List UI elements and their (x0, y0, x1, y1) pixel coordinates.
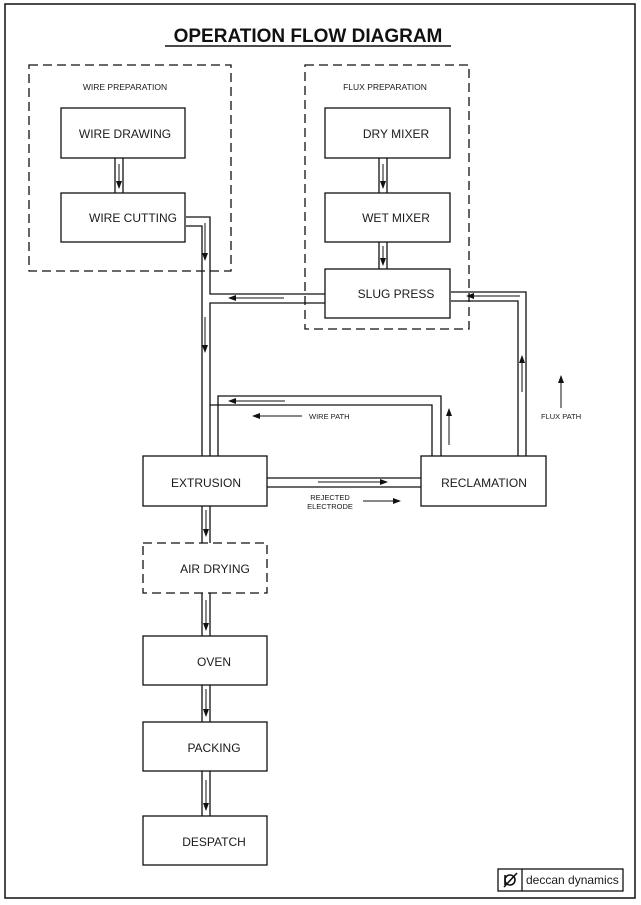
svg-text:WIRE DRAWING: WIRE DRAWING (79, 127, 171, 141)
rejected-label-line2: ELECTRODE (307, 502, 353, 511)
node-despatch: DESPATCH (142, 815, 268, 866)
node-air-drying: AIR DRYING (142, 542, 268, 594)
diagram-title: OPERATION FLOW DIAGRAM (174, 26, 443, 47)
node-reclamation: RECLAMATION (420, 455, 547, 507)
flux-path-label: FLUX PATH (541, 412, 581, 421)
svg-text:DESPATCH: DESPATCH (182, 835, 246, 849)
node-extrusion: EXTRUSION (142, 455, 268, 507)
flux-preparation-label: FLUX PREPARATION (343, 82, 427, 92)
svg-text:WIRE CUTTING: WIRE CUTTING (89, 211, 177, 225)
svg-text:WET MIXER: WET MIXER (362, 211, 430, 225)
svg-text:RECLAMATION: RECLAMATION (441, 476, 527, 490)
svg-text:PACKING: PACKING (187, 741, 240, 755)
node-wire-cutting: WIRE CUTTING (60, 192, 186, 243)
node-dry-mixer: DRY MIXER (324, 107, 451, 159)
node-wire-drawing: WIRE DRAWING (60, 107, 186, 159)
svg-text:OVEN: OVEN (197, 655, 231, 669)
node-oven: OVEN (142, 635, 268, 686)
svg-text:AIR DRYING: AIR DRYING (180, 562, 250, 576)
node-wet-mixer: WET MIXER (324, 192, 451, 243)
svg-text:DRY MIXER: DRY MIXER (363, 127, 430, 141)
wire-path-label: WIRE PATH (309, 412, 350, 421)
company-name: deccan dynamics (526, 873, 619, 887)
node-packing: PACKING (142, 721, 268, 772)
svg-text:SLUG PRESS: SLUG PRESS (358, 287, 435, 301)
company-logo: deccan dynamics (497, 868, 624, 892)
node-slug-press: SLUG PRESS (324, 268, 451, 319)
wire-preparation-label: WIRE PREPARATION (83, 82, 167, 92)
deccan-dynamics-logo-icon (503, 872, 518, 888)
svg-text:EXTRUSION: EXTRUSION (171, 476, 241, 490)
flux-preparation-group (304, 64, 470, 330)
page-border (4, 3, 636, 899)
rejected-label-line1: REJECTED (310, 493, 350, 502)
connectors (114, 158, 527, 816)
wire-preparation-group (28, 64, 232, 272)
